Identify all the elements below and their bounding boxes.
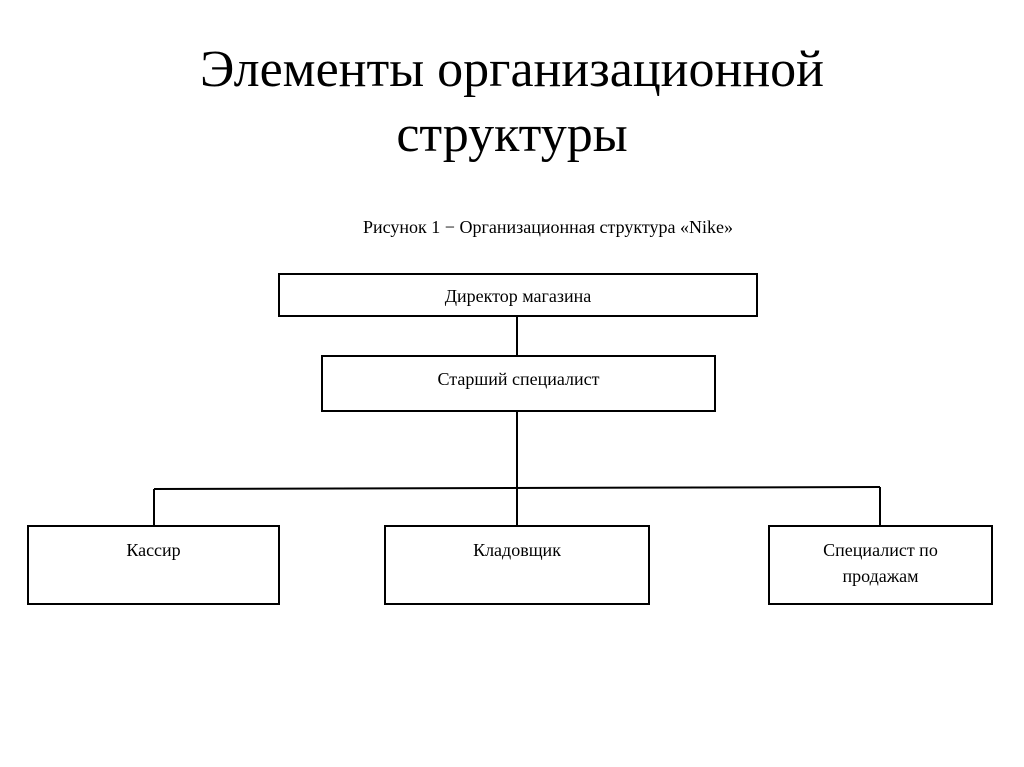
node-director: Директор магазина — [278, 273, 758, 317]
node-storekeeper: Кладовщик — [384, 525, 650, 605]
slide-title-line2: структуры — [396, 106, 628, 163]
figure-caption: Рисунок 1 − Организационная структура «N… — [363, 217, 733, 237]
node-sales-specialist: Специалист по продажам — [768, 525, 993, 605]
connector-horizontal — [153, 486, 881, 490]
node-label: Кладовщик — [473, 540, 561, 560]
node-label-line1: Специалист по — [823, 540, 938, 560]
node-label: Старший специалист — [437, 369, 600, 389]
node-senior-specialist: Старший специалист — [321, 355, 716, 412]
slide-title-line1: Элементы организационной — [200, 41, 824, 98]
node-cashier: Кассир — [27, 525, 280, 605]
node-label: Кассир — [126, 540, 181, 560]
node-label: Директор магазина — [444, 286, 592, 306]
node-label-line2: продажам — [842, 566, 919, 586]
